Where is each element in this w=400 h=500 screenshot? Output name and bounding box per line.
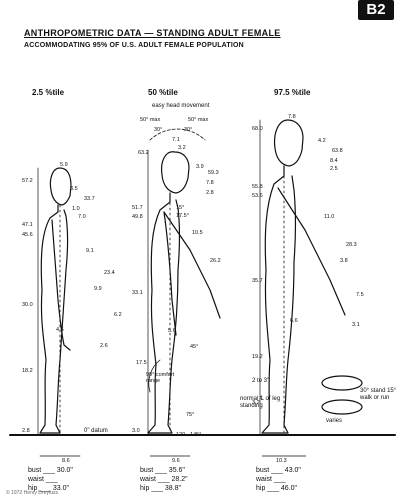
dim-label: 3.8 [340, 258, 348, 264]
dim-label: 2.8 [206, 190, 214, 196]
dim-label: 3.2 [252, 400, 260, 406]
dim-label: 6.2 [114, 312, 122, 318]
percentile-50-label: 50 %tile [148, 88, 178, 97]
figure-2-5-percentile [39, 167, 72, 434]
dim-label: 53.6 [252, 193, 263, 199]
dim-label: 18.2 [22, 368, 33, 374]
dim-label: 45.6 [22, 232, 33, 238]
dim-label: 35.7 [252, 278, 263, 284]
figure-97-5-percentile [261, 119, 363, 434]
bust-stat: bust ___ 43.0" [256, 467, 301, 474]
dim-label: 68.0 [252, 126, 263, 132]
dim-label: 75° [186, 412, 195, 418]
dim-label: 7.1 [172, 137, 180, 143]
dim-label: 30.0 [22, 302, 33, 308]
head-movement-label: easy head movement [152, 103, 210, 109]
dim-label: 4.5 [56, 327, 64, 333]
leg-centerline-note: normal ℄ of leg standing [240, 396, 281, 409]
dim-label: 23.4 [104, 270, 115, 276]
stats-97-5: bust ___ 43.0" waist ___ hip ___ 46.0" [256, 466, 301, 493]
dim-label: 49.8 [132, 214, 143, 220]
dim-label: 17.5° [176, 213, 189, 219]
percentile-2-5-label: 2.5 %tile [32, 88, 65, 97]
bust-stat: bust ___ 30.0" [28, 467, 73, 474]
datum-label: 0" datum [84, 428, 108, 434]
dim-label: 30° [184, 127, 193, 133]
dim-label: 8.4 [330, 158, 338, 164]
dim-label: 59.3 [208, 170, 219, 176]
dim-label: 63.2 [138, 150, 149, 156]
dim-label: 3.0 [132, 428, 140, 434]
dim-label: 3.1 [352, 322, 360, 328]
dim-label: 7.5 [356, 292, 364, 298]
dim-label: 7.8 [206, 180, 214, 186]
dim-label: 33.7 [84, 196, 95, 202]
dim-label: 2.5 [330, 166, 338, 172]
copyright-footer: © 1972 Henry Dreyfuss [6, 490, 59, 496]
dim-label: 47.1 [22, 222, 33, 228]
dim-label: 57.2 [22, 178, 33, 184]
sheet-badge: B2 [358, 0, 394, 20]
dim-label: 1.0 [72, 206, 80, 212]
dim-label: 28.3 [346, 242, 357, 248]
dim-label: 3.9 [196, 164, 204, 170]
dim-label: 6.6 [290, 318, 298, 324]
dim-label: 26.2 [210, 258, 221, 264]
hip-stat: hip ___ 38.8" [140, 485, 182, 492]
dim-label: 30° [154, 127, 163, 133]
dim-label: 51.7 [132, 205, 143, 211]
dim-label: 2.8 [22, 428, 30, 434]
comfort-range-label: 90° comfort range [146, 372, 175, 384]
gap-note-label: 2 to 3" [252, 378, 270, 384]
varies-note: varies [326, 418, 343, 424]
dim-label: 15° [176, 205, 185, 211]
page-subtitle: ACCOMMODATING 95% OF U.S. ADULT FEMALE P… [24, 42, 244, 49]
waist-stat: waist ___ [256, 476, 286, 483]
foot-angle-note: 30° stand 15° walk or run [360, 388, 397, 401]
dim-label: 10.5 [192, 230, 203, 236]
dim-label: 5.9 [60, 162, 68, 168]
dim-label: 33.1 [132, 290, 143, 296]
dim-label: 50° max [140, 117, 161, 123]
dim-label: 3.2 [178, 145, 186, 151]
bust-stat: bust ___ 35.6" [140, 467, 185, 474]
dim-label: 7.8 [288, 114, 296, 120]
dim-label: 9.6 [172, 458, 180, 464]
dim-label: 11.0 [324, 214, 335, 220]
dim-label: 55.8 [252, 184, 263, 190]
dim-label: 10.3 [276, 458, 287, 464]
dim-label: 45° [190, 344, 199, 350]
dim-label: 50° max [188, 117, 209, 123]
dim-label: 4.2 [318, 138, 326, 144]
stats-50: bust ___ 35.6" waist ___ 28.2" hip ___ 3… [140, 466, 188, 493]
dim-label: 8.6 [62, 458, 70, 464]
dim-label: 9.9 [94, 286, 102, 292]
dim-label: 5.6 [168, 328, 176, 334]
dim-label: 3.5 [70, 186, 78, 192]
percentile-97-5-label: 97.5 %tile [274, 88, 311, 97]
page-title: ANTHROPOMETRIC DATA — STANDING ADULT FEM… [24, 28, 281, 38]
hip-stat: hip ___ 33.0" [28, 485, 70, 492]
stats-2-5: bust ___ 30.0" waist ___ hip ___ 33.0" [28, 466, 73, 493]
dim-label: 17.5 [136, 360, 147, 366]
dim-label: 2.6 [100, 343, 108, 349]
hip-stat: hip ___ 46.0" [256, 485, 298, 492]
dim-label: 7.0 [78, 214, 86, 220]
dim-label: 63.8 [332, 148, 343, 154]
waist-stat: waist ___ 28.2" [140, 476, 188, 483]
dim-label: 120 - 145° [176, 432, 202, 438]
dim-label: 19.2 [252, 354, 263, 360]
waist-stat: waist ___ [28, 476, 58, 483]
dim-label: 9.1 [86, 248, 94, 254]
